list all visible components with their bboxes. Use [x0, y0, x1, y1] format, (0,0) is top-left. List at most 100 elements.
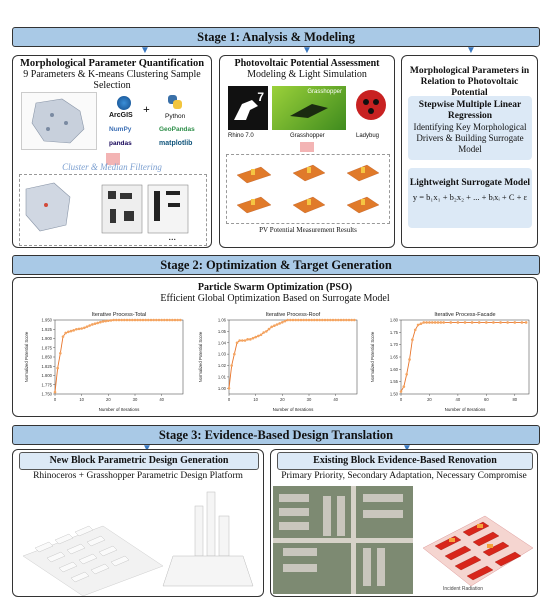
data-point [101, 320, 105, 323]
y-axis-label: Normalized Potential Score [370, 331, 375, 382]
existing-block-subtitle: Primary Priority, Secondary Adaptation, … [281, 471, 527, 481]
x-tick-label: 0 [400, 397, 403, 402]
data-point [109, 319, 113, 322]
down-arrow-icon: ▼ [142, 443, 152, 454]
aerial-photo-image [273, 486, 413, 594]
parametric-model-image [22, 491, 254, 596]
regression-title: Stepwise Multiple Linear Regression [418, 100, 522, 121]
data-point [281, 320, 284, 324]
data-point [302, 318, 305, 322]
y-axis-label: Normalized Potential Score [198, 331, 203, 382]
data-point [112, 318, 115, 322]
data-point [331, 318, 335, 322]
y-tick-label: 1.06 [218, 318, 227, 323]
data-point [56, 366, 59, 370]
y-tick-label: 1.75 [390, 330, 399, 335]
data-point [96, 321, 99, 325]
x-tick-label: 80 [512, 397, 517, 402]
x-tick-label: 20 [106, 397, 111, 402]
render-label: Incident Radiation [443, 586, 483, 592]
data-point [171, 318, 174, 322]
x-axis-label: Number of Iterations [445, 407, 487, 412]
data-point [321, 318, 324, 322]
data-point [227, 387, 231, 390]
y-tick-label: 1.875 [42, 345, 53, 350]
data-point [405, 372, 408, 376]
y-tick-label: 1.925 [42, 327, 53, 332]
data-point [485, 321, 488, 324]
stage1-title: Stage 1: Analysis & Modeling [12, 27, 540, 47]
data-point [520, 321, 524, 324]
ellipsis: ... [168, 232, 177, 243]
data-point [67, 330, 70, 334]
series-line [400, 322, 527, 392]
data-point [75, 327, 78, 331]
map-shape-icon [31, 98, 85, 144]
down-arrow-icon: ▼ [402, 443, 412, 454]
data-point [350, 318, 353, 322]
data-point [104, 319, 107, 323]
data-point [411, 338, 414, 342]
pv-subtitle: Modeling & Light Simulation [247, 69, 367, 80]
filtered-results-frame: ... [19, 174, 207, 246]
data-point [107, 319, 110, 323]
x-tick-label: 0 [228, 397, 231, 402]
data-point [168, 318, 171, 322]
y-tick-label: 1.850 [42, 355, 53, 360]
data-point [262, 331, 265, 334]
data-point [270, 325, 273, 329]
y-tick-label: 1.55 [390, 379, 399, 384]
pv-results-label: PV Potential Measurement Results [259, 226, 357, 234]
data-point [499, 321, 502, 324]
data-point [334, 318, 337, 322]
chart-roof: Iterative Process-Roof1.001.011.021.031.… [198, 312, 358, 412]
y-axis-label: Normalized Potential Score [24, 331, 29, 382]
down-arrow-icon: ▼ [302, 45, 312, 56]
x-tick-label: 30 [307, 397, 312, 402]
data-point [439, 321, 443, 324]
y-tick-label: 1.65 [390, 355, 399, 360]
y-tick-label: 1.750 [42, 392, 53, 397]
pv-panel: Photovoltaic Potential Assessment Modeli… [219, 55, 395, 248]
tool-grasshopper: Grasshopper [290, 133, 325, 139]
morph-subtitle: 9 Parameters & K-means Clustering Sample… [23, 69, 201, 91]
data-point [342, 318, 345, 322]
x-axis-label: Number of Iterations [273, 407, 315, 412]
x-tick-label: 20 [280, 397, 285, 402]
data-point [152, 318, 155, 322]
x-tick-label: 30 [133, 397, 138, 402]
data-point [422, 321, 426, 324]
grasshopper-logo-text: Grasshopper [307, 89, 342, 95]
data-point [294, 318, 297, 322]
data-point [85, 325, 89, 328]
morphological-panel: Morphological Parameter Quantification 9… [12, 55, 212, 248]
data-point [402, 385, 406, 388]
y-tick-label: 1.04 [218, 340, 227, 345]
data-point [120, 318, 123, 322]
data-point [254, 335, 257, 339]
data-point [307, 318, 311, 322]
chart-total: Iterative Process-Total1.7501.7751.8001.… [24, 312, 184, 412]
data-point [163, 318, 166, 322]
x-tick-label: 10 [253, 397, 258, 402]
data-point [149, 318, 153, 322]
data-point [408, 358, 411, 361]
pv-results-image [236, 164, 380, 214]
data-point [160, 318, 163, 322]
data-point [133, 318, 137, 322]
data-point [243, 339, 247, 342]
data-point [251, 336, 255, 340]
x-tick-label: 60 [484, 397, 489, 402]
renovation-render-image: Incident Radiation [422, 515, 534, 592]
data-point [157, 318, 161, 322]
tool-python: Python [165, 113, 186, 120]
regression-box: Stepwise Multiple Linear Regression Iden… [408, 96, 532, 160]
data-point [286, 318, 289, 322]
data-point [77, 327, 81, 331]
data-point [61, 335, 65, 338]
arcgis-icon [117, 96, 131, 110]
data-point [470, 321, 474, 324]
data-point [267, 327, 271, 331]
data-point [257, 334, 260, 338]
data-point [69, 329, 73, 333]
